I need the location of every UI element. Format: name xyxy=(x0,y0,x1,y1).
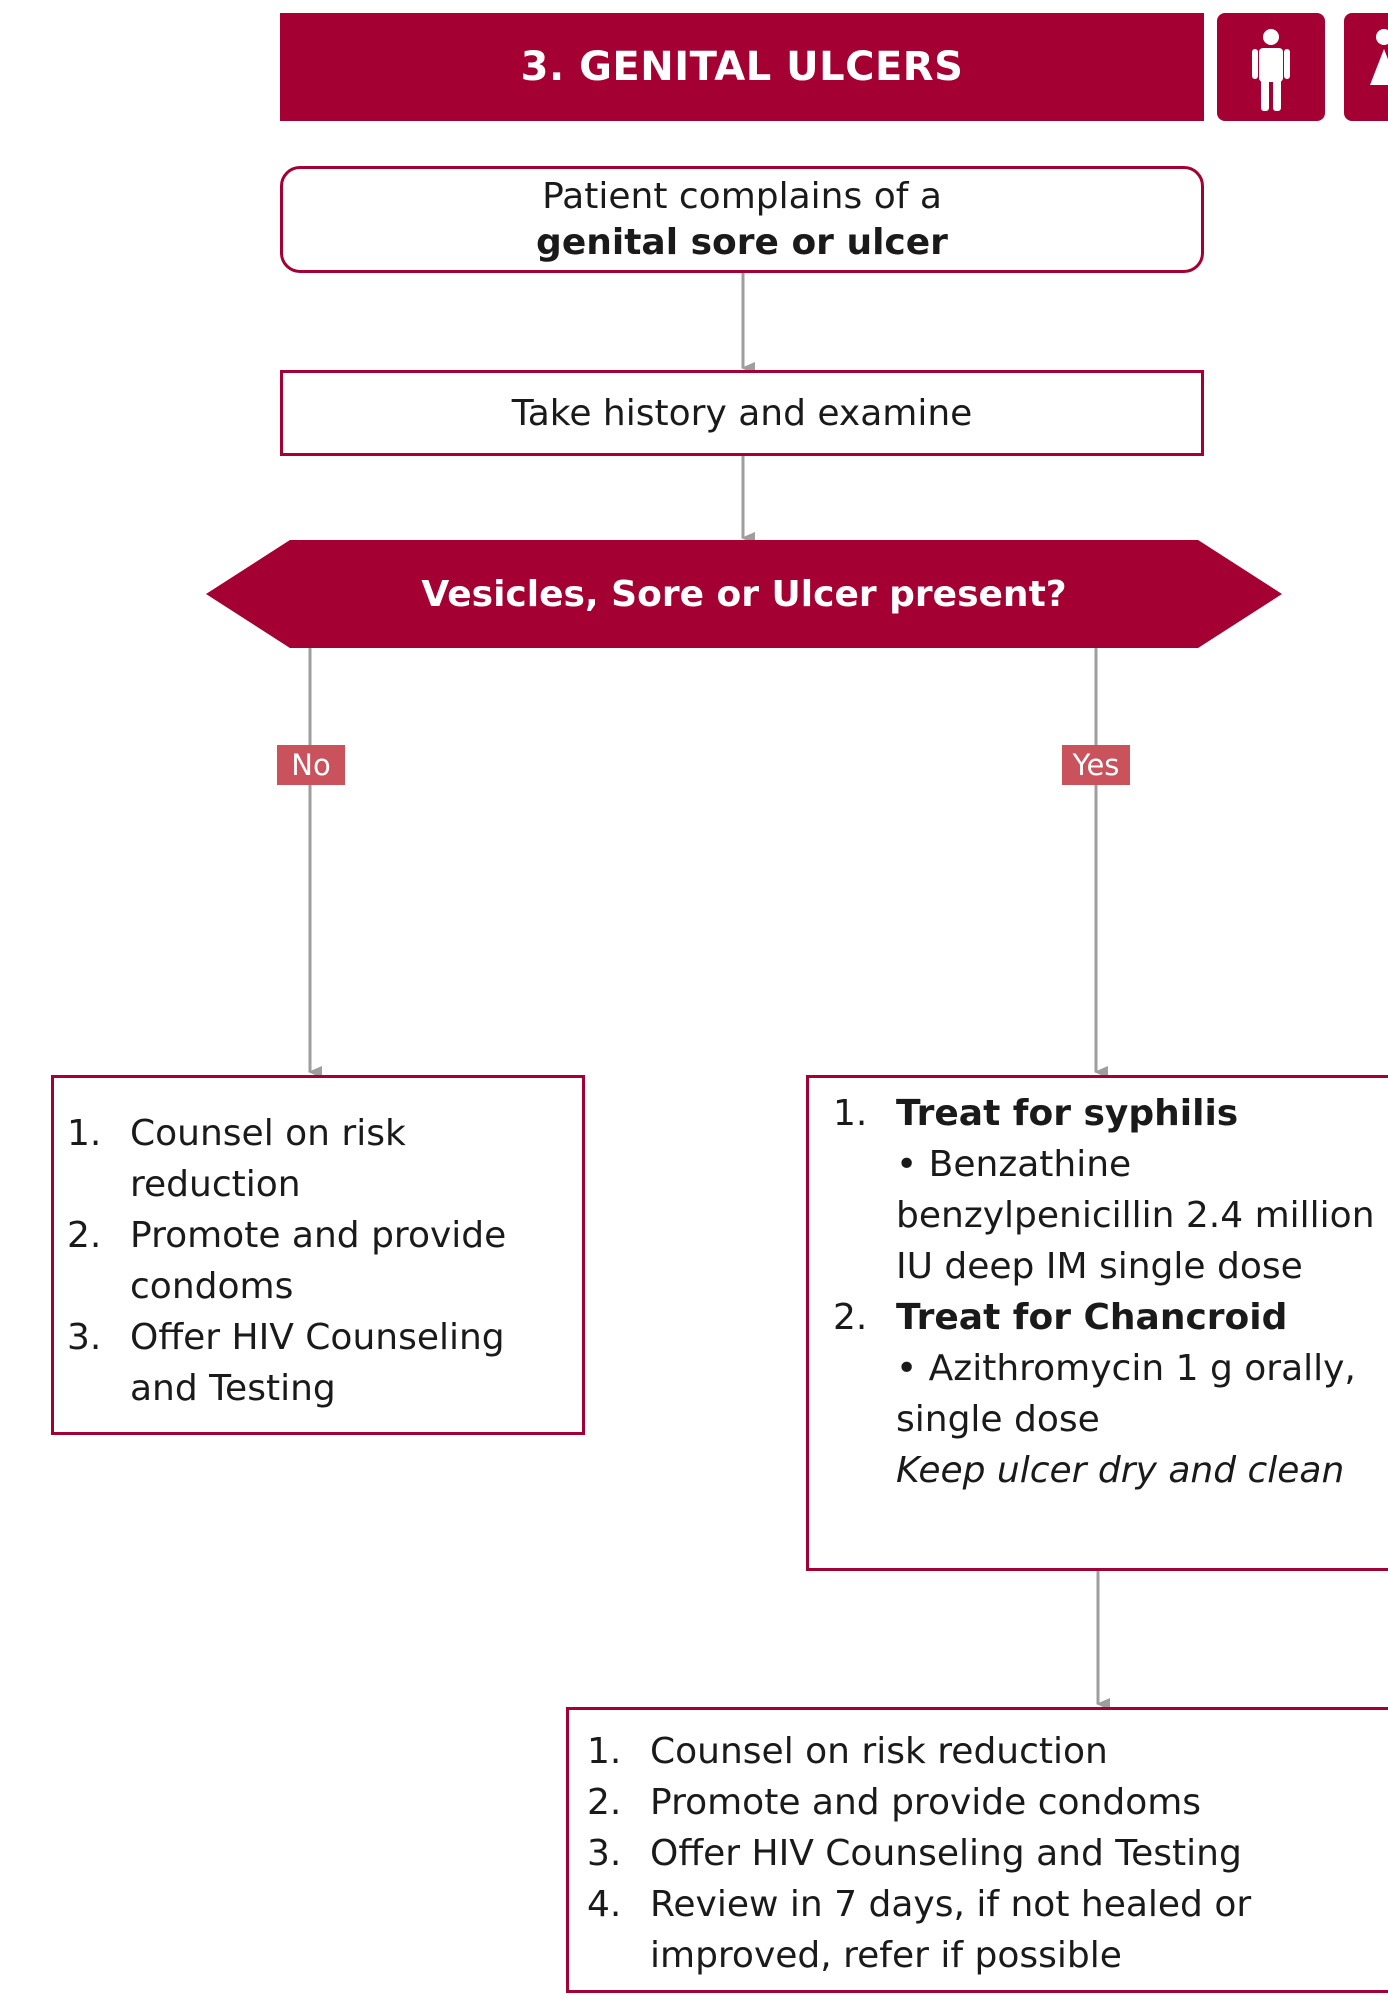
branch-no-label: No xyxy=(277,745,345,785)
no-branch-box: 1.Counsel on risk reduction 2.Promote an… xyxy=(51,1075,585,1435)
complaint-line2: genital sore or ulcer xyxy=(536,222,948,263)
yes-branch-box: 1. Treat for syphilis • Benzathine benzy… xyxy=(806,1075,1388,1571)
list-item: 1.Counsel on risk reduction xyxy=(67,1113,406,1205)
list-item: 4.Review in 7 days, if not healed or imp… xyxy=(587,1884,1252,1976)
history-box: Take history and examine xyxy=(280,370,1204,456)
list-item: 1.Counsel on risk reduction xyxy=(587,1731,1108,1772)
treatment-title: Treat for syphilis xyxy=(896,1093,1239,1134)
decision-hexagon: Vesicles, Sore or Ulcer present? xyxy=(206,540,1282,648)
treatment-detail: • Benzathine benzylpenicillin 2.4 millio… xyxy=(896,1144,1375,1287)
list-item: 3.Offer HIV Counseling and Testing xyxy=(587,1833,1242,1874)
complaint-line1: Patient complains of a xyxy=(542,176,942,217)
branch-yes-label: Yes xyxy=(1062,745,1130,785)
treatment-title: Treat for Chancroid xyxy=(896,1297,1288,1338)
page-title: 3. GENITAL ULCERS xyxy=(280,13,1204,121)
list-item: 2.Promote and provide condoms xyxy=(587,1782,1202,1823)
list-item: 2.Promote and provide condoms xyxy=(67,1215,507,1307)
treatment-note: Keep ulcer dry and clean xyxy=(896,1450,1345,1491)
treatment-detail: • Azithromycin 1 g orally, single dose xyxy=(896,1348,1356,1440)
female-figure-icon xyxy=(1344,13,1388,121)
list-item: 1. Treat for syphilis • Benzathine benzy… xyxy=(833,1088,1388,1292)
list-item: 2. Treat for Chancroid • Azithromycin 1 … xyxy=(833,1292,1388,1496)
list-item: 3.Offer HIV Counseling and Testing xyxy=(67,1317,505,1409)
followup-box: 1.Counsel on risk reduction 2.Promote an… xyxy=(566,1707,1388,1993)
male-figure-icon xyxy=(1217,13,1325,121)
complaint-box: Patient complains of a genital sore or u… xyxy=(280,166,1204,273)
